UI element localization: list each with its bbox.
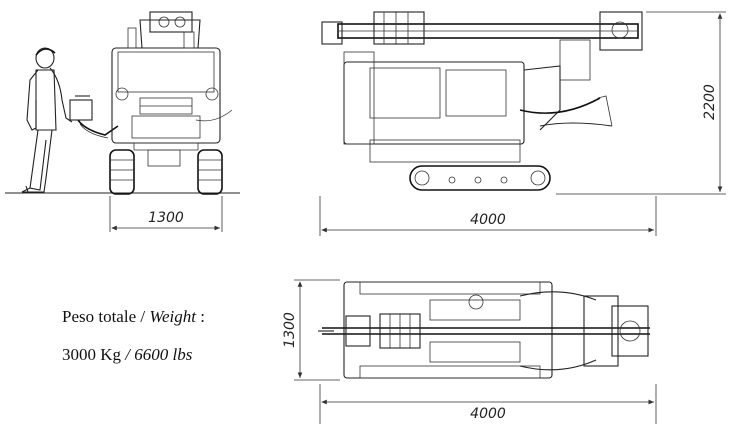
weight-separator: / [136,307,150,326]
front-view: 1300 [5,11,240,232]
front-width-label: 1300 [148,210,184,226]
top-view: 1300 4000 [282,279,657,424]
operator-figure [21,47,73,193]
top-length-label: 4000 [470,406,506,422]
weight-caption: Peso totale / Weight : [62,307,205,327]
weight-label-it: Peso totale [62,307,137,326]
weight-value-kg: 3000 Kg [62,345,122,364]
weight-value: 3000 Kg / 6600 lbs [62,345,192,365]
top-width-label: 1300 [282,312,298,348]
side-length-label: 4000 [470,212,506,228]
weight-value-sep: / [121,345,135,364]
weight-label-en: Weight [149,307,196,326]
side-view: 4000 2200 [319,11,726,236]
weight-value-lbs: 6600 lbs [134,345,193,364]
weight-colon: : [195,307,205,326]
height-label: 2200 [702,84,718,120]
